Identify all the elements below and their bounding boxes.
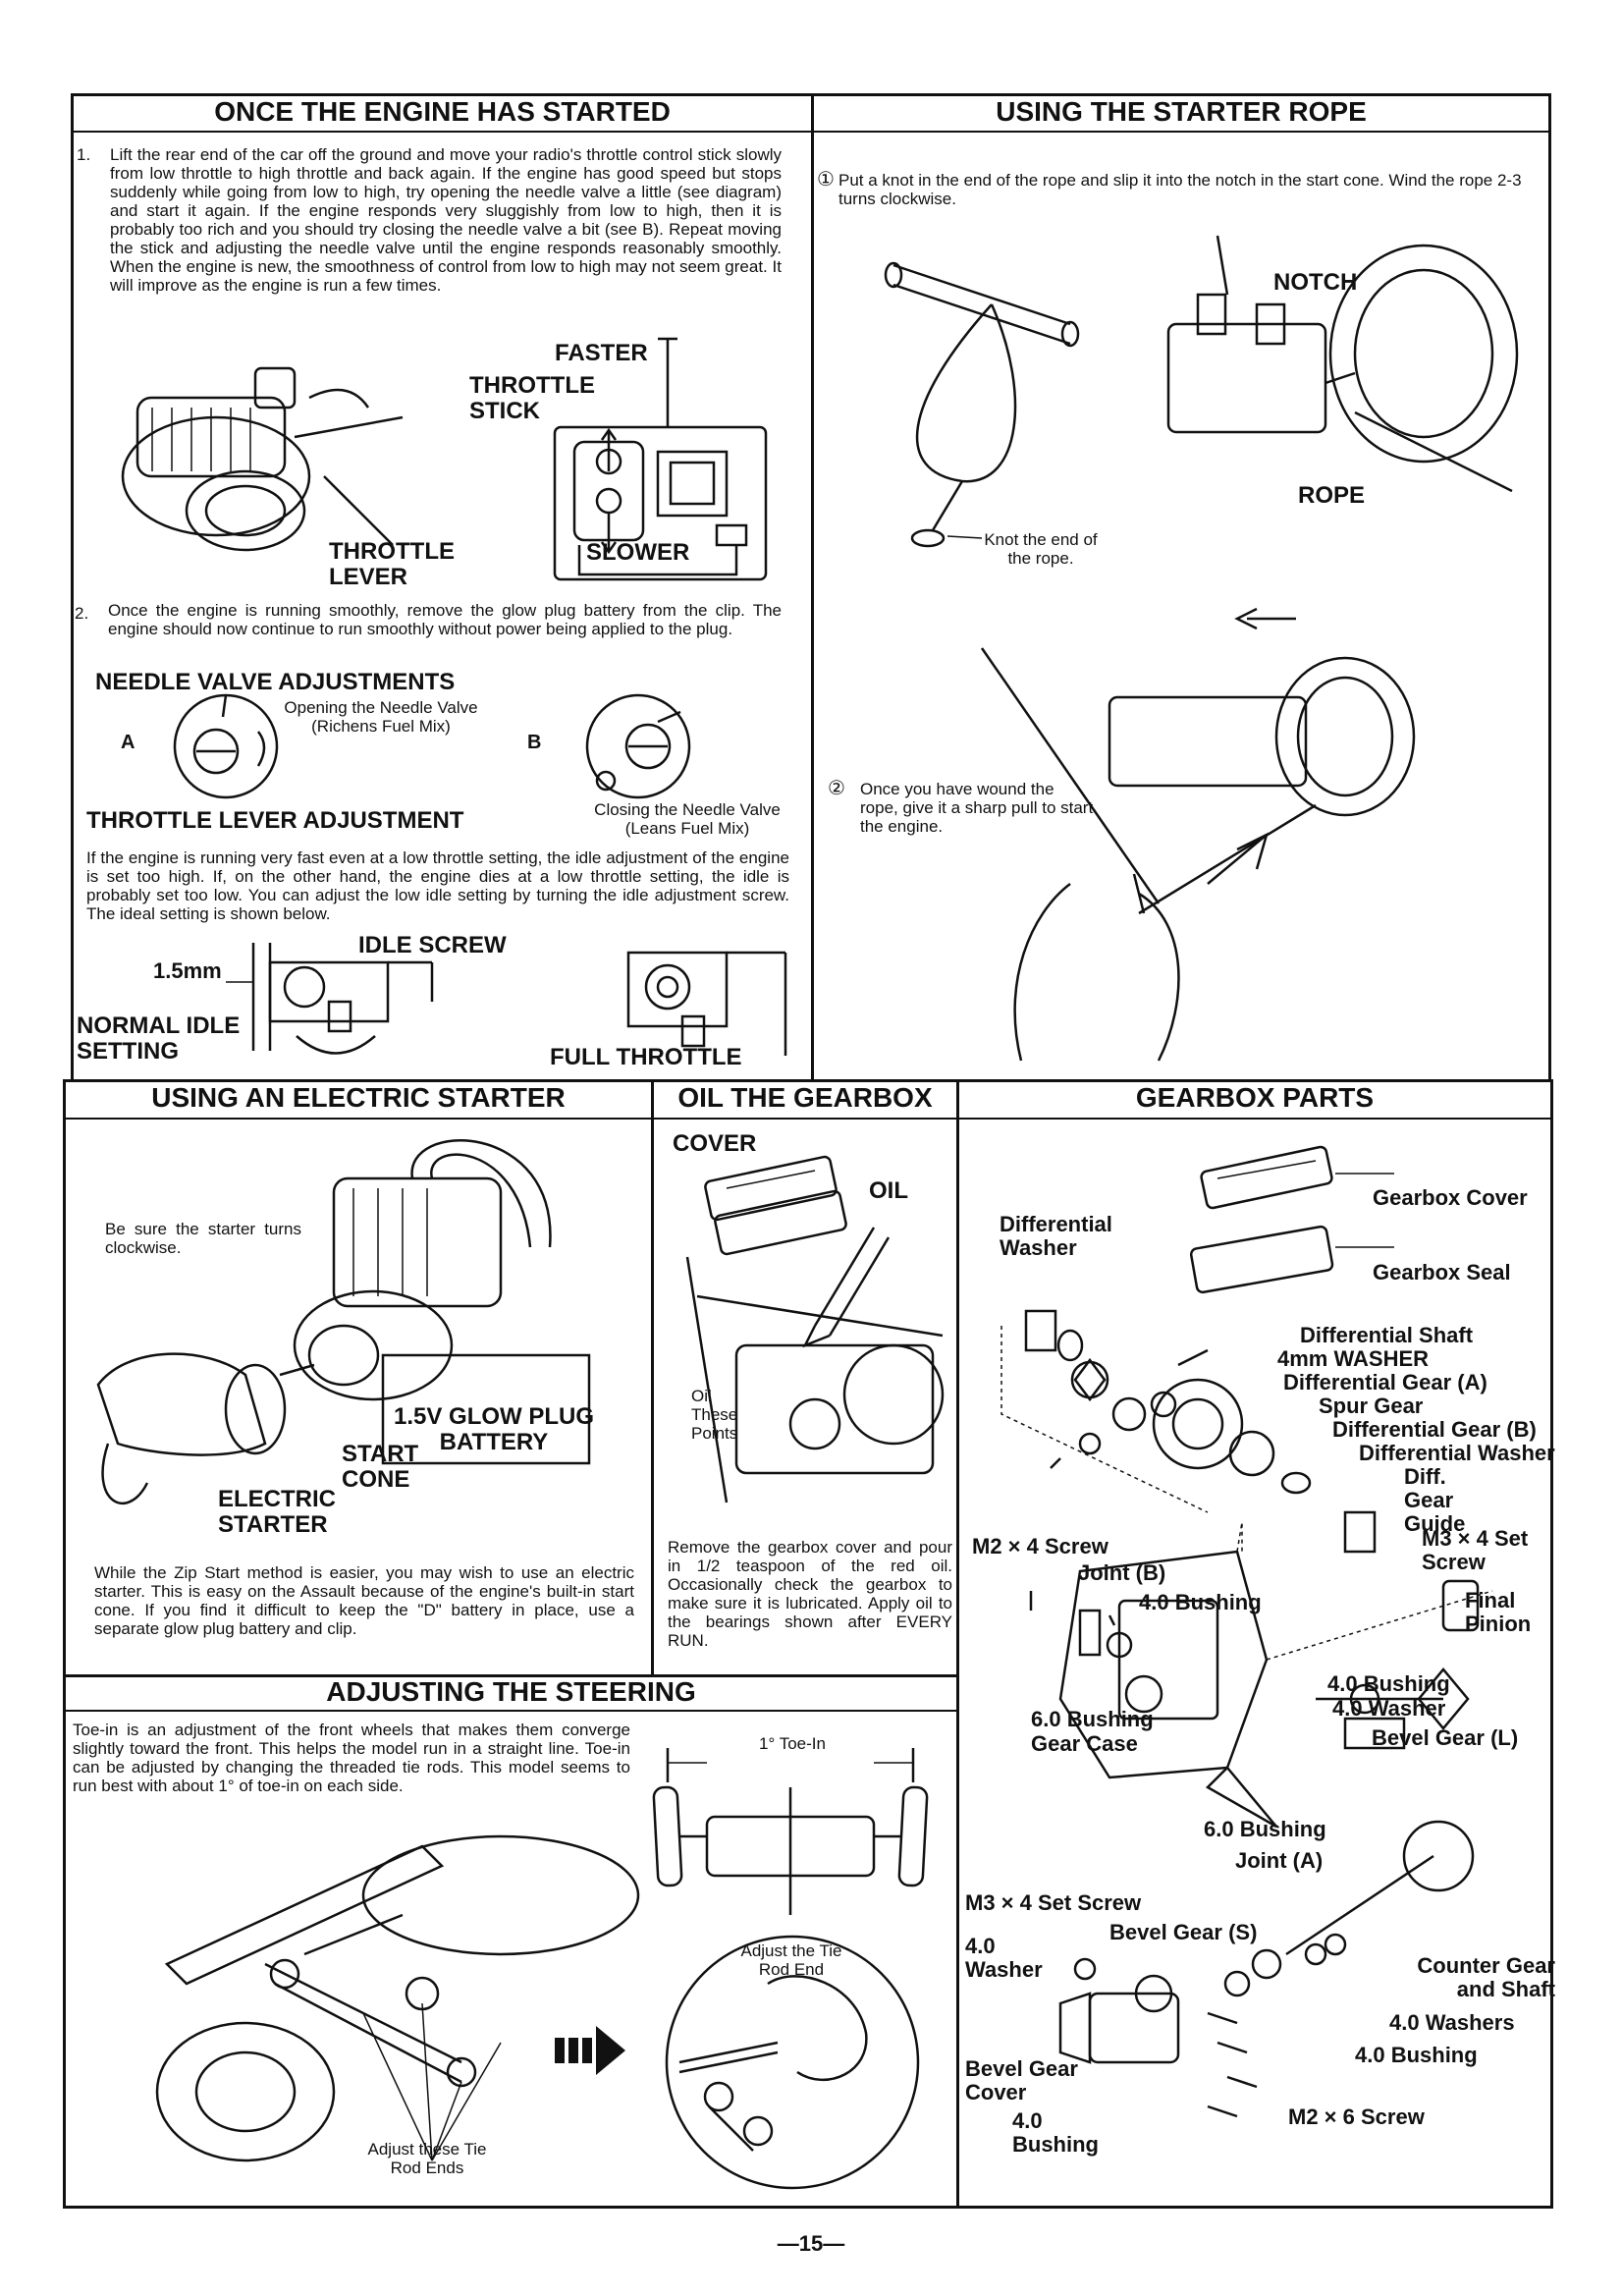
part-label: 4.0 Bushing xyxy=(1139,1590,1262,1614)
section-title: ONCE THE ENGINE HAS STARTED xyxy=(214,96,671,127)
steering-assembly-illustration xyxy=(155,1834,640,2162)
start-cone-illustration xyxy=(1166,235,1519,493)
needle-valve-b-illustration xyxy=(585,693,691,799)
throttle-lever-adjustment-heading: THROTTLE LEVER ADJUSTMENT xyxy=(86,807,464,834)
oil-points-caption: Oil These Points xyxy=(691,1387,738,1443)
paragraph-step2: Once the engine is running smoothly, rem… xyxy=(108,601,782,638)
needle-label-a: A xyxy=(121,732,135,753)
part-label: Bevel Gear (L) xyxy=(1372,1725,1519,1750)
divider xyxy=(63,1710,959,1712)
needle-closing-caption: Closing the Needle Valve (Leans Fuel Mix… xyxy=(594,800,781,838)
part-label: 6.0 Bushing xyxy=(1031,1707,1154,1731)
gap-label: 1.5mm xyxy=(153,958,222,983)
toe-in-illustration xyxy=(652,1748,929,1915)
part-label: 4.0 Washers xyxy=(1389,2010,1515,2035)
section-title: ADJUSTING THE STEERING xyxy=(326,1676,696,1707)
rope-pull-illustration xyxy=(980,607,1416,1062)
part-label: Diff. Gear Guide xyxy=(1404,1464,1466,1536)
slower-label: SLOWER xyxy=(586,539,690,566)
transmitter-illustration xyxy=(553,337,768,581)
paragraph-lever-adjustment: If the engine is running very fast even … xyxy=(86,848,789,923)
part-label: Joint (B) xyxy=(1078,1560,1166,1585)
paragraph-rope-step1: Put a knot in the end of the rope and sl… xyxy=(838,171,1522,208)
step-number: ① xyxy=(817,169,835,191)
part-label: Gearbox Seal xyxy=(1373,1260,1511,1285)
item-number: 1. xyxy=(77,145,91,164)
page-number: —15— xyxy=(777,2231,845,2256)
knot-caption: Knot the end of the rope. xyxy=(984,530,1098,568)
part-label: 4.0 Bushing xyxy=(1327,1671,1450,1696)
section-title: USING AN ELECTRIC STARTER xyxy=(151,1082,566,1113)
part-label: Counter Gear and Shaft xyxy=(1417,1953,1555,2001)
throttle-lever-label: THROTTLE LEVER xyxy=(329,538,455,590)
adjust-tie-rod-end-caption: Adjust the Tie Rod End xyxy=(740,1941,842,1979)
needle-valve-a-illustration xyxy=(173,693,279,799)
electric-starter-label: ELECTRIC STARTER xyxy=(218,1486,336,1538)
notch-label: NOTCH xyxy=(1273,269,1358,296)
needle-opening-caption: Opening the Needle Valve (Richens Fuel M… xyxy=(284,698,478,736)
faster-label: FASTER xyxy=(555,340,648,366)
part-label: 4.0 Washer xyxy=(965,1934,1043,1982)
paragraph-steering: Toe-in is an adjustment of the front whe… xyxy=(73,1721,630,1795)
paragraph-step1: Lift the rear end of the car off the gro… xyxy=(110,145,782,295)
divider xyxy=(71,131,1551,133)
tie-rod-closeup-illustration xyxy=(665,1935,920,2190)
section-title: GEARBOX PARTS xyxy=(1135,1082,1375,1113)
part-label: Differential Gear (B) xyxy=(1332,1417,1537,1442)
part-label: Differential Washer xyxy=(1000,1212,1112,1260)
part-label: M3 × 4 Set Screw xyxy=(965,1890,1142,1915)
section-title: USING THE STARTER ROPE xyxy=(996,96,1367,127)
divider xyxy=(63,1118,1553,1120)
arrow-illustration xyxy=(555,2026,625,2075)
engine-throttle-illustration xyxy=(121,366,404,552)
section-gearbox-parts xyxy=(956,1079,1553,2209)
starter-clockwise-note: Be sure the starter turns clockwise. xyxy=(105,1220,301,1257)
adjust-tie-rod-ends-caption: Adjust these Tie Rod Ends xyxy=(367,2140,487,2177)
part-label: 6.0 Bushing xyxy=(1204,1817,1326,1841)
part-label: Differential Gear (A) xyxy=(1283,1370,1487,1394)
paragraph-rope-step2: Once you have wound the rope, give it a … xyxy=(860,780,1094,836)
part-label: M2 × 6 Screw xyxy=(1288,2105,1425,2129)
electric-starter-illustration xyxy=(96,1139,591,1504)
oil-label: OIL xyxy=(869,1177,908,1204)
rope-label: ROPE xyxy=(1298,482,1366,509)
part-label: Joint (A) xyxy=(1235,1848,1324,1873)
part-label: M3 × 4 Set Screw xyxy=(1422,1526,1529,1574)
part-label: M2 × 4 Screw xyxy=(972,1534,1108,1558)
part-label: Bevel Gear (S) xyxy=(1109,1920,1258,1944)
part-label: Gear Case xyxy=(1031,1731,1138,1756)
cover-label: COVER xyxy=(673,1130,757,1157)
part-label: 4.0 Washer xyxy=(1332,1696,1446,1721)
part-label: Gearbox Cover xyxy=(1373,1185,1528,1210)
part-label: Spur Gear xyxy=(1319,1394,1424,1418)
paragraph-electric-starter: While the Zip Start method is easier, yo… xyxy=(94,1563,634,1638)
toe-in-label: 1° Toe-In xyxy=(759,1734,826,1753)
part-label: 4.0 Bushing xyxy=(1012,2108,1099,2157)
start-cone-label: START CONE xyxy=(342,1441,419,1493)
idle-screw-label: IDLE SCREW xyxy=(358,932,507,958)
paragraph-oil-gearbox: Remove the gearbox cover and pour in 1/2… xyxy=(668,1538,952,1650)
needle-label-b: B xyxy=(527,732,542,753)
part-label: Bevel Gear Cover xyxy=(965,2056,1078,2105)
step-number: ② xyxy=(828,778,845,799)
normal-idle-label: NORMAL IDLE SETTING xyxy=(77,1012,241,1065)
idle-setting-illustration xyxy=(226,943,434,1055)
full-throttle-illustration xyxy=(626,951,787,1056)
part-label: 4mm WASHER xyxy=(1277,1346,1430,1371)
oil-gearbox-illustration xyxy=(685,1155,945,1503)
part-label: Differential Washer xyxy=(1359,1441,1555,1465)
part-label: Differential Shaft xyxy=(1300,1323,1474,1347)
item-number: 2. xyxy=(75,604,89,623)
needle-valve-heading: NEEDLE VALVE ADJUSTMENTS xyxy=(95,669,456,695)
section-steering xyxy=(63,1674,959,2209)
section-title: OIL THE GEARBOX xyxy=(677,1082,933,1113)
glow-plug-battery-label: 1.5V GLOW PLUG BATTERY xyxy=(393,1403,595,1455)
gearbox-exploded-illustration xyxy=(1000,1145,1493,2118)
part-label: Final Pinion xyxy=(1465,1588,1532,1636)
rope-knot-illustration xyxy=(884,261,1080,548)
part-label: 4.0 Bushing xyxy=(1355,2043,1478,2067)
full-throttle-label: FULL THROTTLE xyxy=(550,1044,742,1070)
throttle-stick-label: THROTTLE STICK xyxy=(469,372,595,424)
